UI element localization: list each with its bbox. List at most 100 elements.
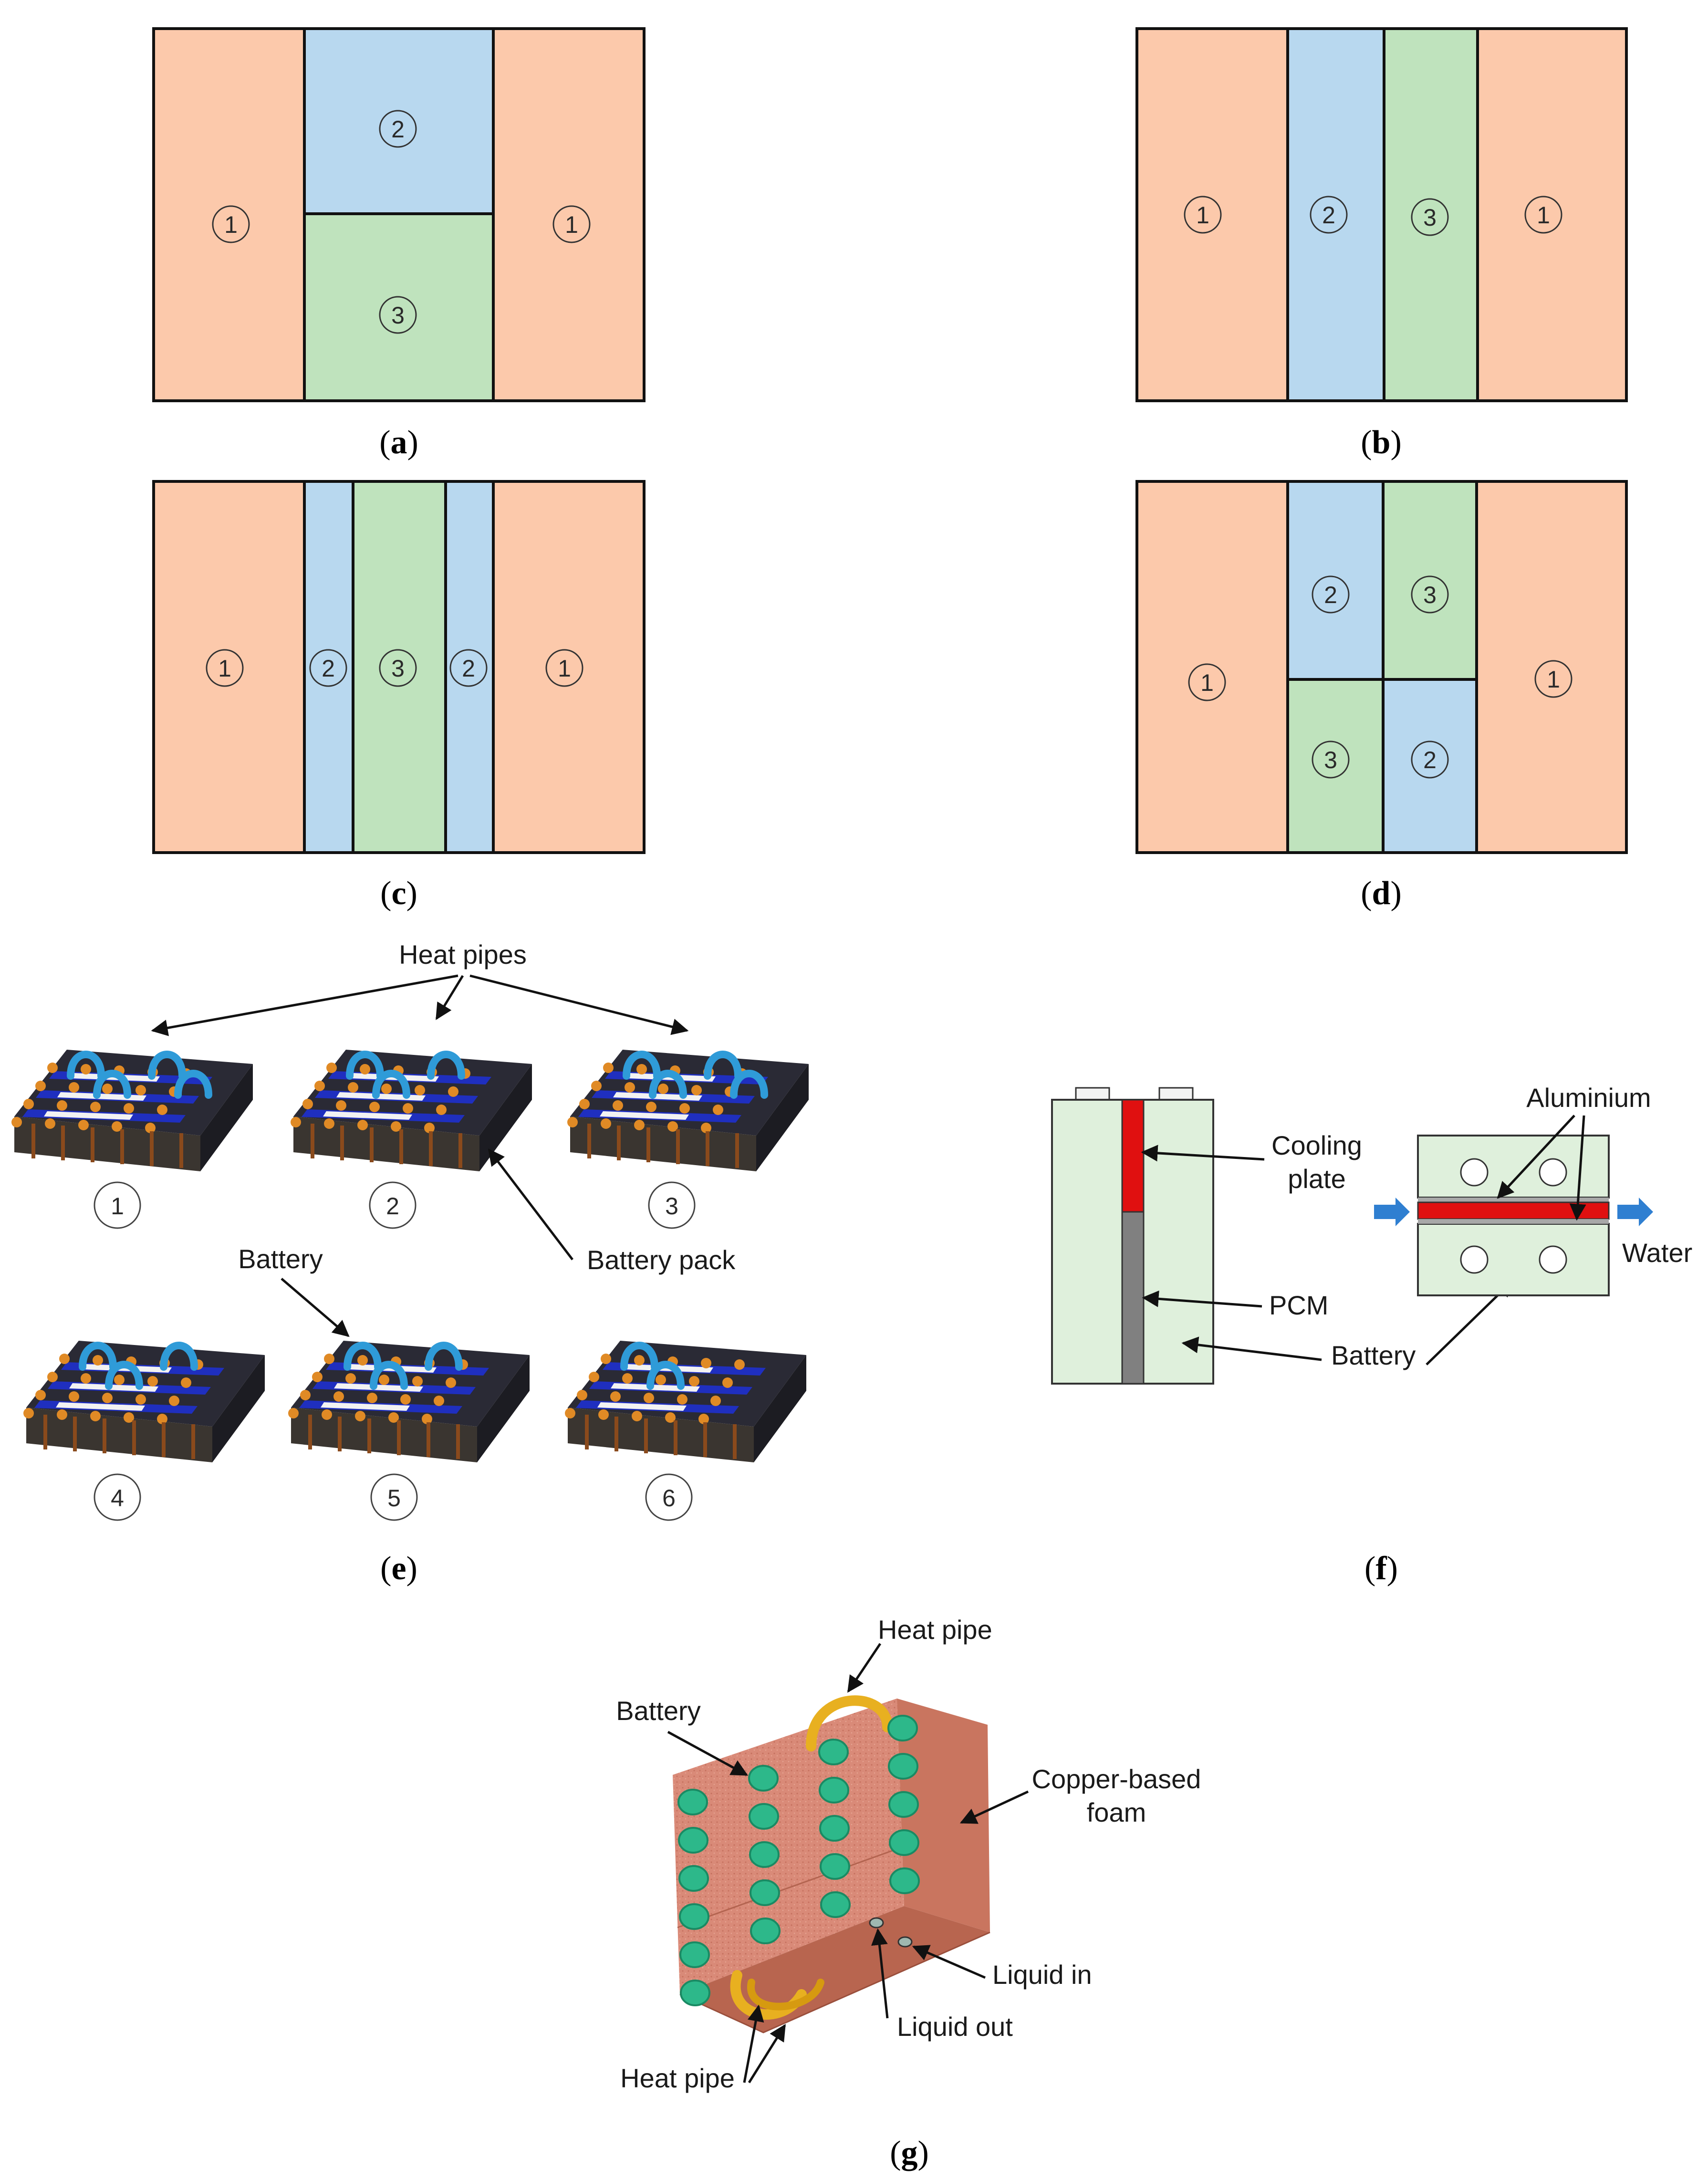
terminal-icon	[145, 1123, 156, 1133]
terminal-icon	[81, 1373, 91, 1384]
terminal-icon	[112, 1121, 122, 1132]
caption-g: (g)	[890, 2135, 929, 2171]
svg-text:2: 2	[462, 655, 475, 682]
panel-b: 1 2 3 1 (b)	[1135, 27, 1628, 461]
battery-cap-icon	[680, 1980, 710, 2006]
region-1-right	[1475, 480, 1628, 854]
arrow	[959, 1790, 1029, 1824]
battery-pack-illustration	[288, 1341, 530, 1462]
terminal-icon	[312, 1372, 323, 1382]
pack-front	[26, 1407, 212, 1462]
region-marker: 1	[552, 205, 591, 243]
pack-front	[293, 1116, 479, 1171]
region-3	[303, 212, 495, 402]
battery-bottom	[1417, 1223, 1610, 1296]
terminal-icon	[388, 1412, 399, 1423]
terminal-icon	[135, 1394, 146, 1405]
cell-label	[334, 1383, 423, 1392]
svg-text:1: 1	[1196, 202, 1209, 229]
battery-cap-icon	[888, 1753, 918, 1780]
arrow	[281, 1278, 350, 1337]
heat-pipe-icon	[370, 1361, 408, 1390]
battery-cap-icon	[749, 1841, 780, 1868]
arrow	[912, 1945, 986, 1979]
battery-cap-icon	[678, 1827, 708, 1854]
terminal-icon	[324, 1118, 334, 1129]
battery-pack-illustration	[567, 1050, 809, 1171]
terminal-icon	[601, 1354, 611, 1364]
terminal-icon	[102, 1084, 113, 1094]
label-liquid-in: Liquid in	[992, 1960, 1092, 1990]
terminal-icon	[355, 1411, 365, 1421]
terminal-icon	[679, 1103, 690, 1114]
terminal-icon	[658, 1084, 668, 1094]
terminal-icon	[448, 1086, 458, 1097]
cooling-plate-side	[1121, 1099, 1145, 1213]
cell-hole	[1539, 1158, 1567, 1187]
region-marker: 1	[1524, 196, 1562, 234]
pack-side	[212, 1355, 265, 1462]
cell-label	[57, 1092, 146, 1101]
label-pcm: PCM	[1269, 1290, 1328, 1320]
terminal-icon	[69, 1082, 79, 1093]
region-marker: 3	[379, 649, 417, 687]
terminal-icon	[381, 1084, 392, 1094]
cell-label	[321, 1402, 410, 1411]
terminal-icon	[698, 1414, 709, 1424]
heat-pipe-icon	[372, 1070, 410, 1099]
region-3	[1383, 27, 1479, 402]
terminal-icon	[291, 1117, 301, 1127]
heat-pipe-icon	[148, 1051, 186, 1080]
label-copper-1: Copper-based	[1032, 1764, 1201, 1794]
panel-g: Heat pipe Battery Copper-based foam Liqu…	[616, 1615, 1201, 2171]
terminal-icon	[157, 1105, 167, 1115]
terminal-icon	[322, 1409, 332, 1420]
region-marker: 2	[379, 110, 417, 148]
svg-text:1: 1	[558, 655, 571, 682]
terminal-icon	[90, 1411, 101, 1421]
region-marker: 1	[545, 649, 583, 687]
battery-cap-icon	[889, 1867, 920, 1894]
battery-packs	[11, 1050, 809, 1462]
arrow	[1569, 1115, 1586, 1221]
terminal-icon	[598, 1409, 609, 1420]
arrow	[847, 1643, 882, 1693]
terminal-icon	[81, 1064, 91, 1074]
terminal-icon	[324, 1354, 334, 1364]
terminal-icon	[691, 1085, 702, 1095]
heat-pipe-top-icon	[806, 1695, 893, 1752]
pack-number: 6	[645, 1473, 693, 1521]
pack-side	[200, 1064, 253, 1171]
heat-pipe-icon	[646, 1361, 685, 1390]
battery-cap-icon	[889, 1829, 919, 1856]
pack-side	[756, 1064, 809, 1171]
terminal-icon	[147, 1376, 158, 1387]
terminal-icon	[11, 1117, 22, 1127]
foam-block-bottom-edge	[679, 1931, 990, 2033]
terminal-icon	[589, 1372, 599, 1382]
caption-a: (a)	[379, 424, 418, 461]
region-1-left	[152, 27, 306, 402]
heat-pipe-icon	[649, 1070, 687, 1099]
terminal-icon	[93, 1355, 103, 1366]
heat-pipe-icon	[79, 1342, 117, 1371]
heat-pipe-icon	[623, 1051, 661, 1080]
pack-number: 2	[369, 1181, 417, 1229]
arrow	[743, 2004, 764, 2083]
caption-b: (b)	[1361, 424, 1402, 461]
terminal-icon	[379, 1375, 389, 1385]
terminal-icon	[300, 1390, 311, 1400]
arrow	[469, 974, 689, 1035]
terminal-icon	[336, 1100, 346, 1111]
terminal-icon	[367, 1393, 377, 1403]
region-1-left	[1135, 27, 1289, 402]
terminal-icon	[326, 1063, 337, 1073]
region-marker: 1	[206, 649, 244, 687]
terminal-icon	[601, 1118, 611, 1129]
svg-text:1: 1	[218, 655, 231, 682]
panel-c: 1 2 3 2 1 (c)	[152, 480, 646, 912]
terminal-icon	[677, 1394, 687, 1405]
liquid-out-port	[869, 1917, 884, 1929]
heat-pipe-icon	[160, 1342, 198, 1371]
